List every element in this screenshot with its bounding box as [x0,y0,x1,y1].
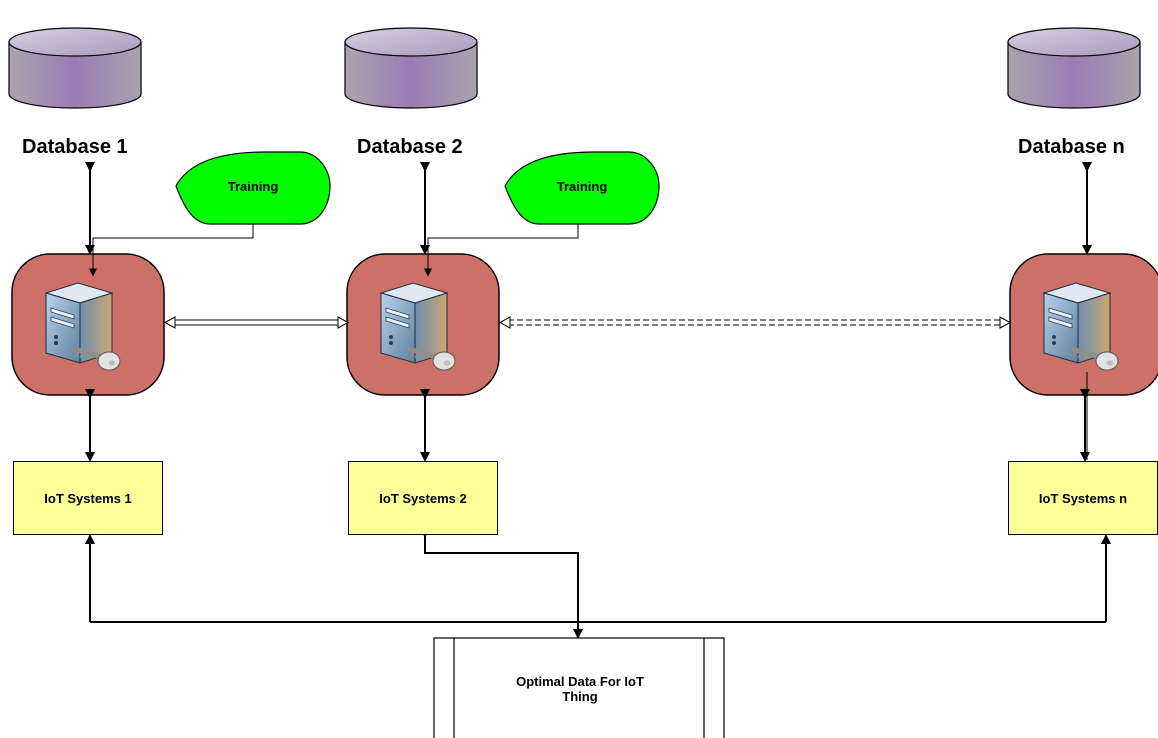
training-1-connector [89,224,254,277]
optimal-data-line-2: Thing [562,689,598,704]
optimal-data-box [433,637,725,738]
iot-systems-2-label: IoT Systems 2 [379,490,467,506]
database-2-label: Database 2 [357,136,463,158]
iot2-optimal-connector [420,528,583,639]
database-1-label: Database 1 [22,136,128,158]
optimal-data-label: Optimal Data For IoT Thing [460,674,700,704]
database-n-label: Database n [1018,136,1125,158]
database-n-icon [1007,27,1141,109]
iot-systems-n-box: IoT Systems n [1008,461,1158,535]
optimal-data-line-1: Optimal Data For IoT [516,674,644,689]
training-2-connector [424,224,579,277]
server2-servern-link [498,316,1012,329]
training-2-shape [504,151,660,225]
training-1-shape [175,151,331,225]
database-2-icon [344,27,478,109]
training-2-label: Training [556,179,608,194]
server1-server2-link [163,316,350,329]
database-1-icon [8,27,142,109]
iot-systems-1-label: IoT Systems 1 [44,490,132,506]
iot-systems-n-label: IoT Systems n [1038,490,1128,506]
iot-systems-2-box: IoT Systems 2 [348,461,498,535]
training-1-label: Training [227,179,279,194]
iot-systems-1-box: IoT Systems 1 [13,461,163,535]
